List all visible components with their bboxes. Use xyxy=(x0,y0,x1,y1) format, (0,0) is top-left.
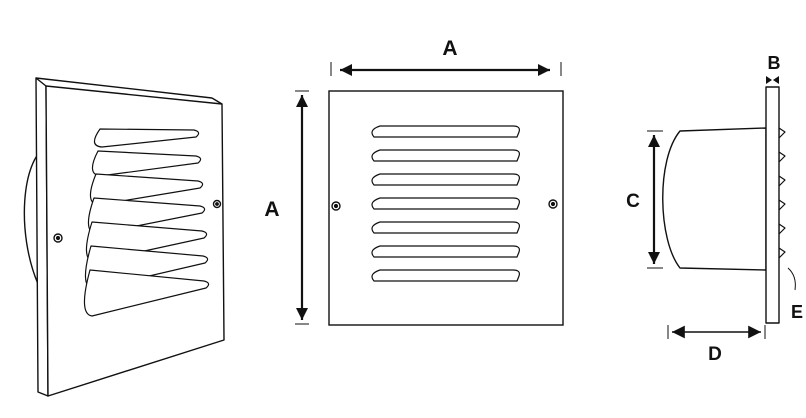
height-label: A xyxy=(264,198,279,221)
flange-thickness-arrow-right xyxy=(773,76,779,84)
front-louvers xyxy=(371,125,520,282)
side-flange-plate xyxy=(765,86,780,324)
perspective-top-edge xyxy=(35,77,213,99)
side-view xyxy=(662,86,786,324)
spigot-depth-label: D xyxy=(708,344,722,365)
front-screw-left-center xyxy=(333,203,339,209)
side-louver-lips xyxy=(778,127,786,259)
front-screw-right xyxy=(548,199,558,209)
front-louver xyxy=(371,173,520,186)
perspective-louver xyxy=(89,173,204,206)
perspective-louver xyxy=(83,269,210,317)
side-louver-lip xyxy=(778,151,786,163)
perspective-screw-left-center xyxy=(55,235,61,241)
flange-thickness-label: B xyxy=(768,53,781,73)
side-view-dimensions xyxy=(647,76,796,339)
front-louver xyxy=(371,269,520,282)
side-louver-lip xyxy=(778,223,786,235)
side-louver-lip xyxy=(778,199,786,211)
perspective-louver xyxy=(91,150,202,177)
perspective-louver xyxy=(93,128,200,148)
front-louver xyxy=(371,245,520,258)
front-louver xyxy=(371,197,520,210)
side-louver-lip xyxy=(778,247,786,259)
front-louver xyxy=(371,149,520,162)
front-screw-right-center xyxy=(550,201,556,207)
width-label: A xyxy=(442,37,457,60)
front-view xyxy=(295,62,564,326)
side-louver-lip xyxy=(778,127,786,139)
perspective-view xyxy=(23,77,225,397)
perspective-louvers xyxy=(83,128,210,317)
front-louver xyxy=(371,125,520,138)
front-screw-left xyxy=(331,201,341,211)
louver-angle-label: E xyxy=(791,302,803,322)
perspective-top-corner xyxy=(211,97,223,105)
flange-thickness-arrow-left xyxy=(766,76,772,84)
louver-angle-arc xyxy=(787,267,796,291)
front-louver xyxy=(371,221,520,234)
perspective-screw-right-center xyxy=(215,202,219,206)
side-spigot xyxy=(662,127,767,271)
side-louver-lip xyxy=(778,175,786,187)
spigot-height-label: C xyxy=(626,191,640,212)
